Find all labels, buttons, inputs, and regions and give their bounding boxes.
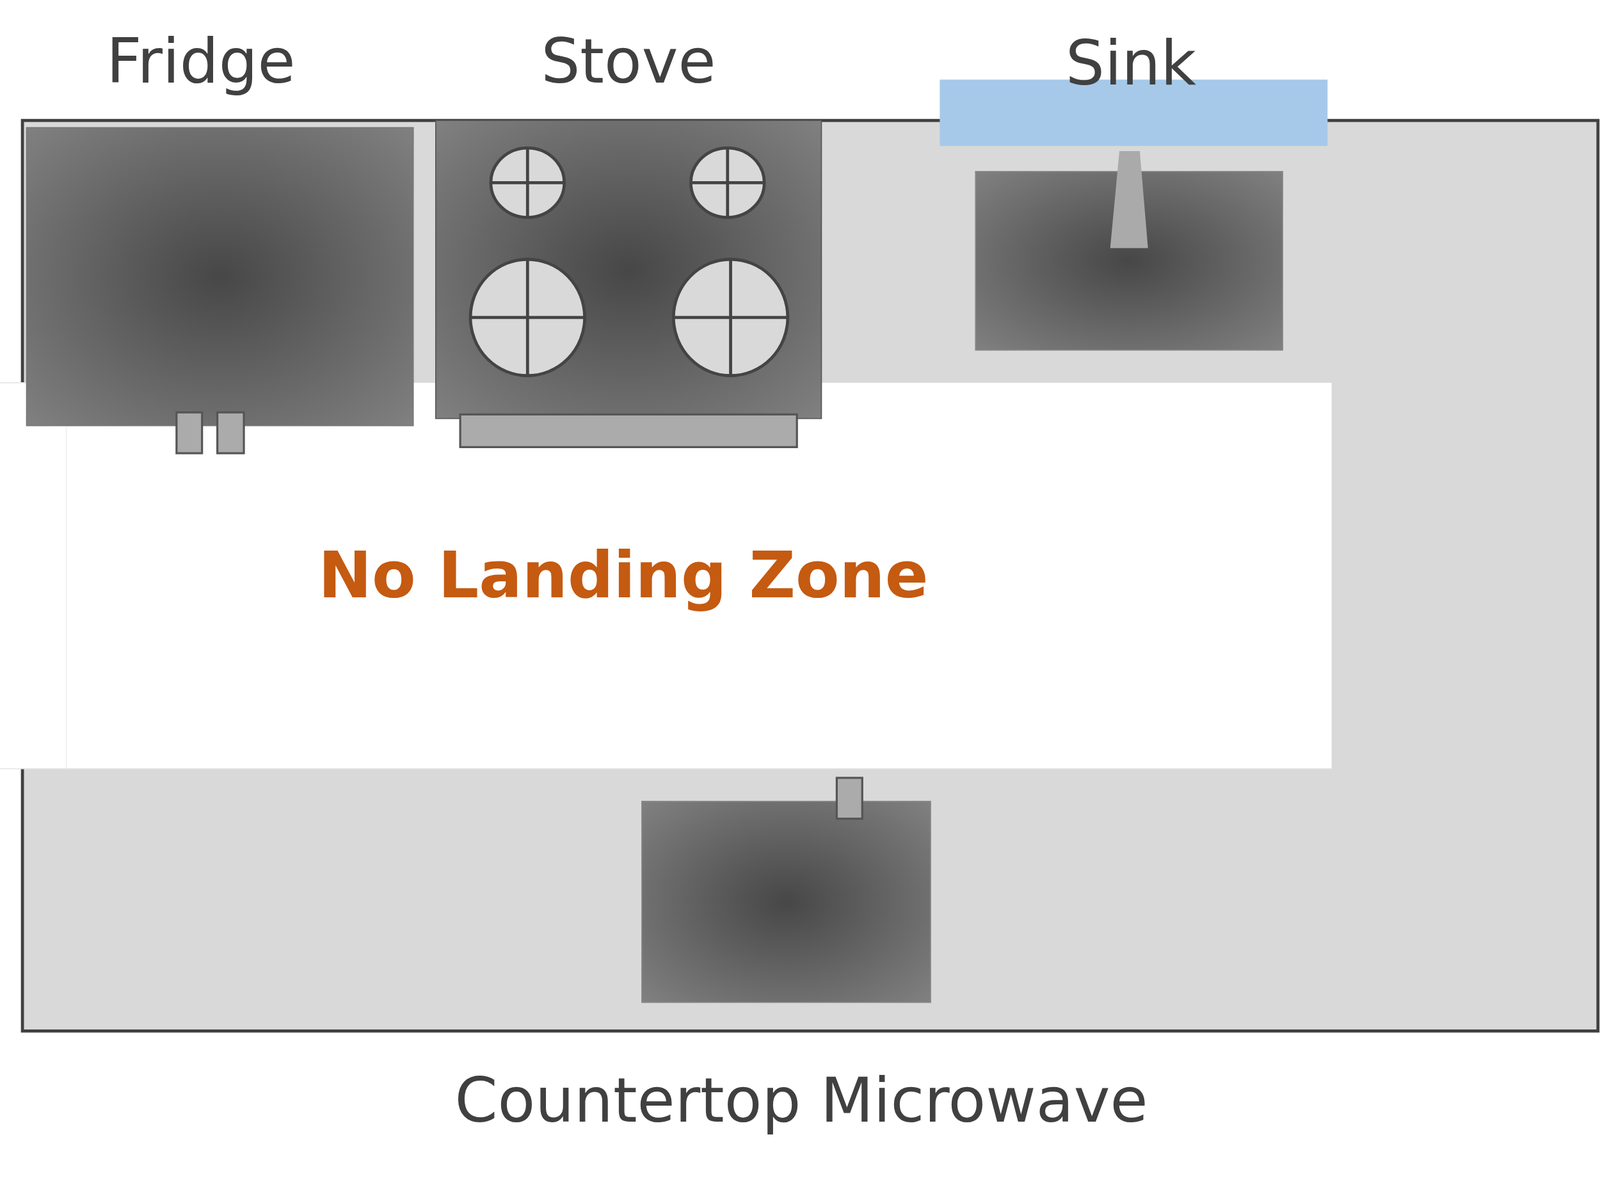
oven-handle [460,414,797,447]
burners [470,147,788,376]
fridge [26,127,413,426]
appliance-label: Countertop Microwave [454,1064,1148,1136]
fridge-handle [176,412,203,454]
stove [435,120,822,419]
zone-label: No Landing Zone [318,538,928,612]
appliance-label: Fridge [106,26,296,97]
microwave [641,801,931,1003]
appliance-label: Sink [1065,28,1197,99]
microwave-handle [836,777,863,819]
faucet [1110,151,1149,248]
fridge-handle [217,412,244,454]
floor-zone [0,382,1332,769]
appliance-label: Stove [540,26,716,97]
